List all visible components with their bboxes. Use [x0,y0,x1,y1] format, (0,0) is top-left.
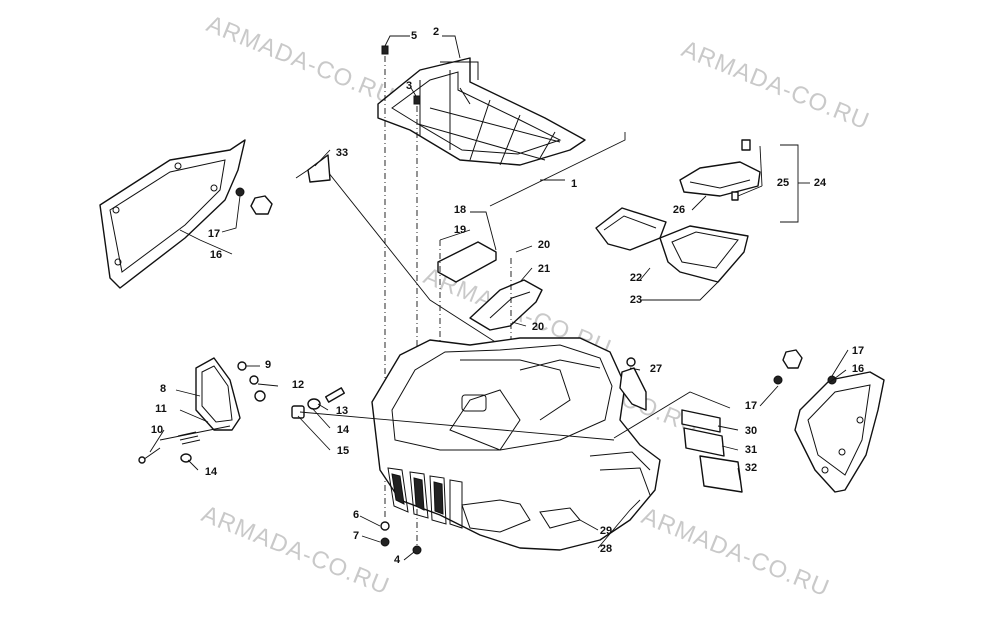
callout-33: 33 [336,147,348,159]
right-side-panel [794,371,885,493]
callout-6: 6 [353,509,359,521]
callout-31: 31 [745,444,757,456]
callout-5: 5 [411,30,417,42]
left-side-panel [99,139,246,289]
callout-16-left: 16 [210,249,222,261]
leader-lines [149,35,849,561]
callout-23: 23 [630,294,642,306]
callout-28: 28 [600,543,612,555]
callout-19: 19 [454,224,466,236]
center-plate [437,241,497,283]
front-rack [377,57,626,207]
bracket-24 [780,144,810,223]
callout-13: 13 [336,405,348,417]
callout-12: 12 [292,379,304,391]
callout-2: 2 [433,26,439,38]
callout-3: 3 [406,80,412,92]
callout-8: 8 [160,383,166,395]
callout-1: 1 [571,178,577,190]
callout-30: 30 [745,425,757,437]
callout-15: 15 [337,445,349,457]
callout-17-right-upper: 17 [852,345,864,357]
callout-21: 21 [538,263,550,275]
callout-10: 10 [151,424,163,436]
callout-14-upper: 14 [337,424,350,436]
storage-lid [679,139,761,201]
callout-14-lower: 14 [205,466,218,478]
front-fender [371,337,661,551]
decals [613,391,743,493]
callout-26: 26 [673,204,685,216]
callout-29: 29 [600,525,612,537]
callout-7: 7 [353,530,359,542]
fender-bracket [619,357,647,411]
callout-27: 27 [650,363,662,375]
callout-labels: 1 2 3 4 5 6 7 8 9 10 11 12 13 14 14 15 1… [151,26,864,566]
callout-24: 24 [814,177,827,189]
callout-32: 32 [745,462,757,474]
watermark: ARMADA-CO.RU [198,501,394,601]
callout-25: 25 [777,177,789,189]
callout-18: 18 [454,204,466,216]
storage-liner [595,207,667,251]
callout-22: 22 [630,272,642,284]
callout-17-left: 17 [208,228,220,240]
storage-bin [659,225,749,283]
callout-4: 4 [394,554,401,566]
callout-9: 9 [265,359,271,371]
watermark: ARMADA-CO.RU [203,11,399,111]
left-pushnut [235,187,273,215]
bottom-fasteners [380,521,422,555]
watermark: ARMADA-CO.RU [678,36,874,136]
callout-11: 11 [155,403,167,415]
callout-17-right-lower: 17 [745,400,757,412]
callout-20-lower: 20 [532,321,544,333]
watermark: ARMADA-CO.RU [638,503,834,603]
callout-16-right: 16 [852,363,864,375]
right-pushnuts [773,349,837,385]
callout-20-upper: 20 [538,239,550,251]
